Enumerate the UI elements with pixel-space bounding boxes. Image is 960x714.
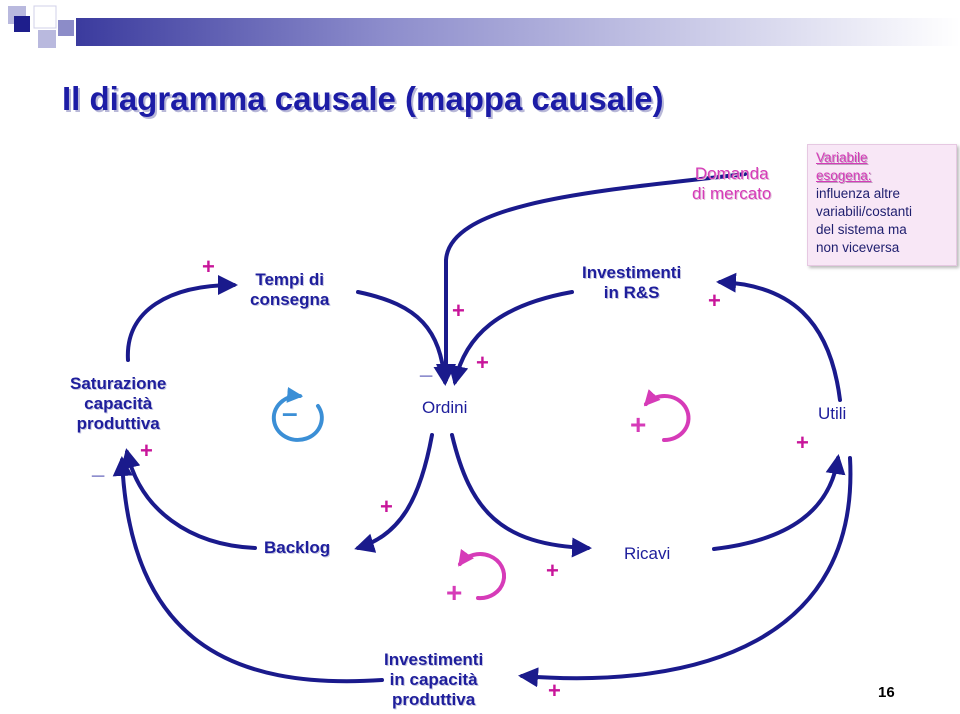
node-backlog: Backlog (264, 538, 331, 557)
node-investimenti-rs: Investimenti in R&S (582, 263, 681, 303)
arrow-backlog-saturazione (120, 448, 257, 550)
balancing-loop-icon (271, 386, 324, 442)
node-ricavi: Ricavi (624, 544, 671, 563)
reinforcing-loop-sign-2: + (446, 577, 463, 608)
arrow-domanda-ordini (436, 172, 747, 384)
note-body-line4: non viceversa (816, 240, 900, 255)
inv-cap-line2: in capacità (389, 670, 478, 689)
arrow-ordini-ricavi (450, 433, 592, 558)
plus-utili-invcap: + (548, 678, 561, 703)
plus-utili-rs: + (708, 288, 721, 313)
note-body-line2: variabili/costanti (816, 204, 913, 219)
reinforcing-loop-sign-1: + (630, 409, 647, 440)
header-decoration (0, 0, 960, 60)
investimenti-rs-line2: in R&S (603, 283, 660, 302)
arrow-ricavi-utili (712, 454, 846, 551)
saturazione-line1: Saturazione (70, 374, 167, 393)
inv-cap-line1: Investimenti (384, 650, 484, 669)
tempi-line2: consegna (250, 290, 330, 309)
minus-tempi-ordini: _ (420, 354, 433, 379)
minus-invcap-saturazione: _ (92, 454, 105, 479)
note-body-line3: del sistema ma (816, 222, 907, 237)
plus-ricavi-utili: + (796, 430, 809, 455)
exogenous-variable-note: Variabile esogena: influenza altre varia… (807, 144, 957, 266)
plus-ordini-backlog: + (380, 494, 393, 519)
reinforcing-loop-icon-2 (458, 548, 507, 601)
note-heading-line2: esogena: (816, 168, 872, 183)
page-title: Il diagramma causale (mappa causale) (62, 80, 664, 117)
node-domanda-di-mercato: Domanda di mercato (692, 164, 771, 204)
page-number: 16 (878, 684, 895, 701)
tempi-line1: Tempi di (255, 270, 324, 289)
plus-backlog-saturazione: + (140, 438, 153, 463)
plus-ordini-ricavi: + (546, 558, 559, 583)
plus-tempi-ordini: + (452, 298, 465, 323)
node-investimenti-capacita: Investimenti in capacità produttiva (384, 650, 483, 710)
plus-saturazione-tempi: + (202, 254, 215, 279)
node-saturazione-capacita: Saturazione capacità produttiva (70, 374, 166, 434)
inv-cap-line3: produttiva (392, 690, 476, 709)
note-body-line1: influenza altre (816, 186, 901, 201)
saturazione-line3: produttiva (76, 414, 160, 433)
node-tempi-di-consegna: Tempi di consegna (250, 270, 329, 310)
plus-rs-ordini: + (476, 350, 489, 375)
node-utili: Utili (818, 404, 847, 423)
arrow-utili-rs (716, 272, 842, 402)
arrow-invcap-saturazione (112, 456, 384, 684)
saturazione-line2: capacità (84, 394, 153, 413)
domanda-line1: Domanda (694, 164, 769, 183)
balancing-loop-sign: – (282, 397, 298, 428)
arrow-rs-ordini (448, 290, 574, 386)
node-ordini: Ordini (422, 398, 468, 417)
note-heading-line1: Variabile (816, 150, 868, 165)
arrow-saturazione-tempi (125, 275, 238, 362)
domanda-line2: di mercato (692, 184, 772, 203)
arrow-ordini-backlog (354, 433, 434, 553)
investimenti-rs-line1: Investimenti (582, 263, 682, 282)
reinforcing-loop-icon-1 (643, 389, 691, 443)
arrow-utili-invcap (518, 456, 853, 688)
